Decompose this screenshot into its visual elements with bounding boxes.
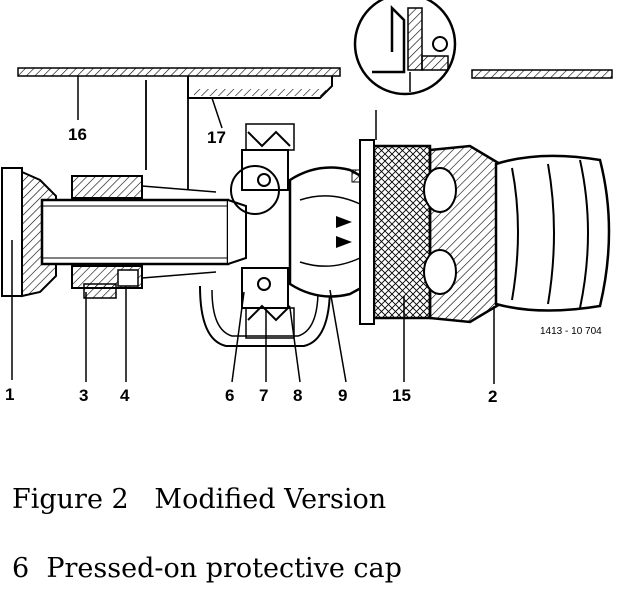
- callout-8: 8: [293, 386, 302, 405]
- callout-7: 7: [259, 386, 268, 405]
- clamp-sleeve: [71, 175, 217, 299]
- detail-circle: [353, 0, 457, 140]
- callout-6: 6: [225, 386, 234, 405]
- callout-17: 17: [207, 128, 226, 147]
- drawing-reference-code: 1413 - 10 704: [540, 326, 602, 337]
- callout-16: 16: [68, 125, 87, 144]
- floor-panel: [17, 67, 613, 190]
- callout-3: 3: [79, 386, 88, 405]
- callout-2: 2: [488, 387, 497, 406]
- callout-labels: 16 17 1 3 4 6 7 8 9 15 2 1413 - 10 704: [5, 125, 602, 406]
- center-bearing: [199, 123, 331, 347]
- legend-item-6: 6 Pressed-on protective cap: [12, 553, 402, 584]
- callout-9: 9: [338, 386, 347, 405]
- flex-disc: [359, 139, 611, 325]
- figure-caption: Figure 2 Modified Version: [12, 484, 387, 515]
- leader-lines: [11, 76, 495, 384]
- callout-4: 4: [120, 386, 130, 405]
- callout-1: 1: [5, 385, 14, 404]
- cv-joint: [288, 166, 374, 298]
- drive-shaft: [40, 198, 247, 266]
- callout-15: 15: [392, 386, 411, 405]
